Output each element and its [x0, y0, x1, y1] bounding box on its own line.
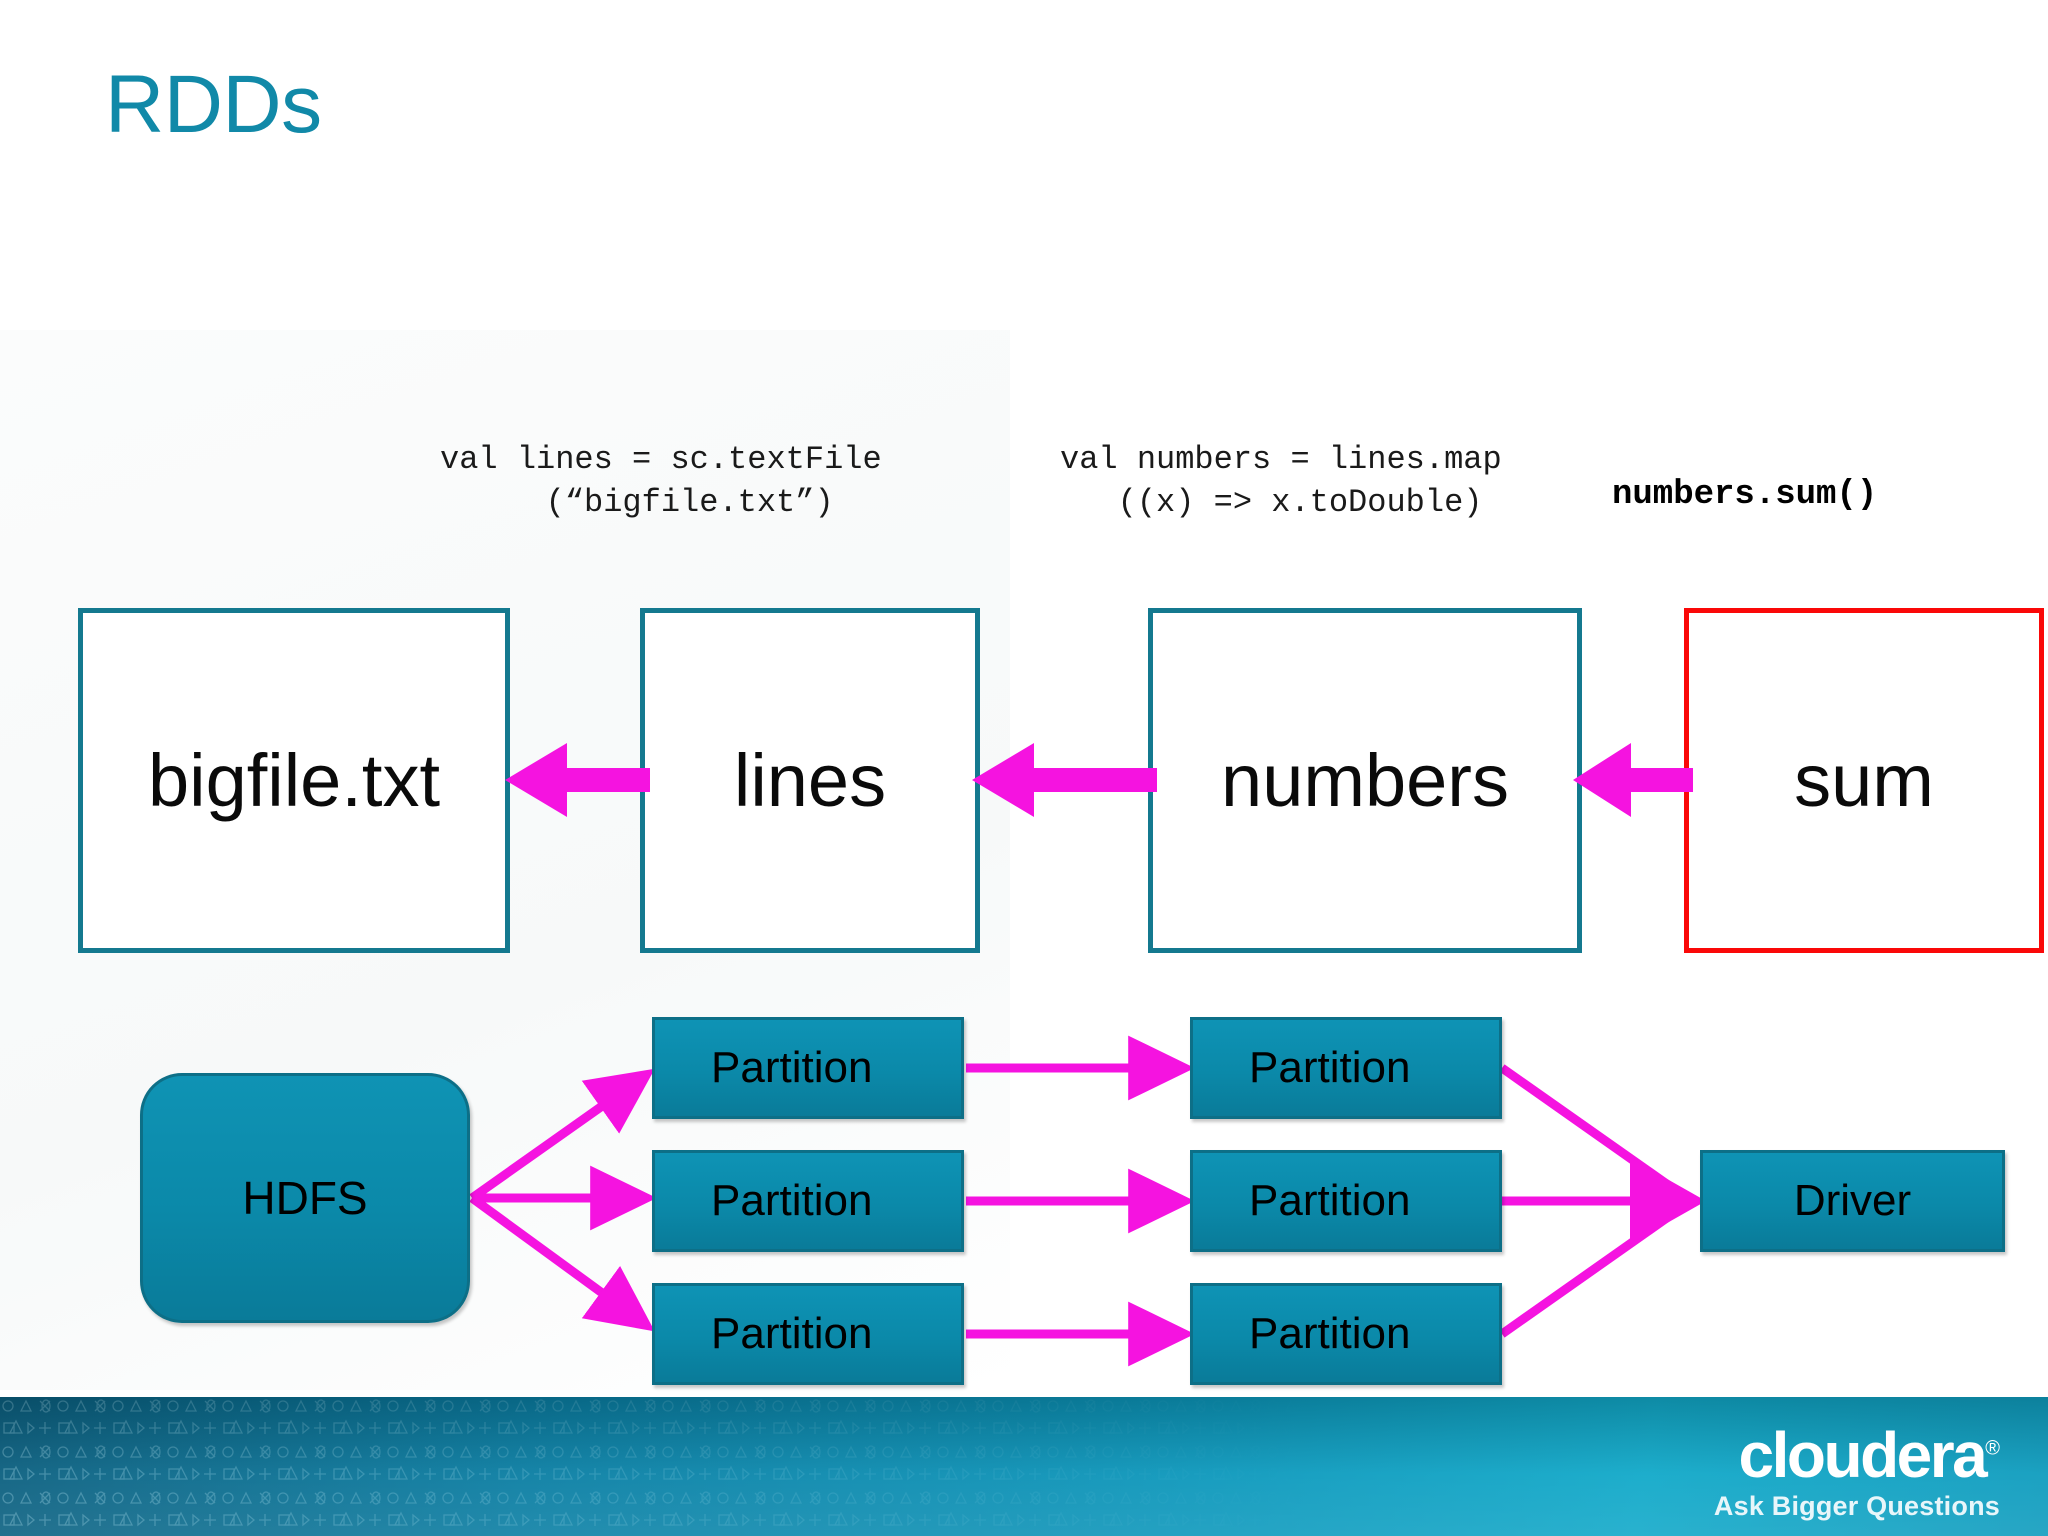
lineage-box-label: lines	[733, 739, 887, 822]
driver-label: Driver	[1793, 1176, 1912, 1225]
page-title: RDDs	[105, 59, 322, 150]
lineage-box-numbers[interactable]: numbers	[1148, 608, 1582, 953]
code-snippet-sum: numbers.sum()	[1612, 476, 1878, 514]
driver-node[interactable]: Driver	[1700, 1150, 2005, 1252]
driver-collect-arrows	[1499, 1064, 1691, 1338]
partition-label: Partition	[1249, 1043, 1411, 1092]
lineage-box-label: sum	[1794, 739, 1934, 822]
hdfs-source-node[interactable]: HDFS	[140, 1073, 470, 1323]
footer-sheen	[0, 1397, 2048, 1536]
partition-stage2-2[interactable]: Partition	[1190, 1150, 1502, 1252]
code-snippet-numbers: val numbers = lines.map ((x) => x.toDoub…	[1060, 441, 1502, 522]
footer-glyph-pattern	[0, 1397, 1320, 1536]
partition-stage2-1[interactable]: Partition	[1190, 1017, 1502, 1119]
arrow-lines-to-bigfile-icon	[505, 743, 650, 817]
partition-stage1-3[interactable]: Partition	[652, 1283, 964, 1385]
lineage-box-label: numbers	[1221, 739, 1509, 822]
footer-band: cloudera® Ask Bigger Questions	[0, 1397, 2048, 1536]
cloudera-tagline: Ask Bigger Questions	[1713, 1491, 2000, 1521]
partition-label: Partition	[711, 1176, 873, 1225]
lineage-box-sum[interactable]: sum	[1684, 608, 2044, 953]
partition-stage1-2[interactable]: Partition	[652, 1150, 964, 1252]
lineage-box-label: bigfile.txt	[147, 739, 441, 822]
partition-stage2-3[interactable]: Partition	[1190, 1283, 1502, 1385]
lineage-box-lines[interactable]: lines	[640, 608, 980, 953]
cloudera-wordmark: cloudera®	[1739, 1423, 2001, 1487]
partition-stage1-1[interactable]: Partition	[652, 1017, 964, 1119]
stage-transition-arrows	[966, 1035, 1195, 1367]
hdfs-fanout-arrows	[469, 1068, 657, 1332]
cloudera-brand-text: cloudera	[1738, 1419, 1988, 1491]
code-snippet-lines: val lines = sc.textFile (“bigfile.txt”)	[440, 441, 882, 522]
partition-label: Partition	[1249, 1176, 1411, 1225]
driver-arrowhead-icon	[1630, 1158, 1706, 1244]
partition-label: Partition	[1249, 1309, 1411, 1358]
hdfs-label: HDFS	[242, 1172, 368, 1224]
partition-label: Partition	[711, 1043, 873, 1092]
arrow-sum-to-numbers-icon	[1573, 743, 1693, 817]
lineage-box-bigfile[interactable]: bigfile.txt	[78, 608, 510, 953]
arrow-numbers-to-lines-icon	[972, 743, 1157, 817]
registered-mark-icon: ®	[1985, 1437, 2000, 1460]
partition-label: Partition	[711, 1309, 873, 1358]
cloudera-logo: cloudera® Ask Bigger Questions	[1714, 1423, 2000, 1520]
